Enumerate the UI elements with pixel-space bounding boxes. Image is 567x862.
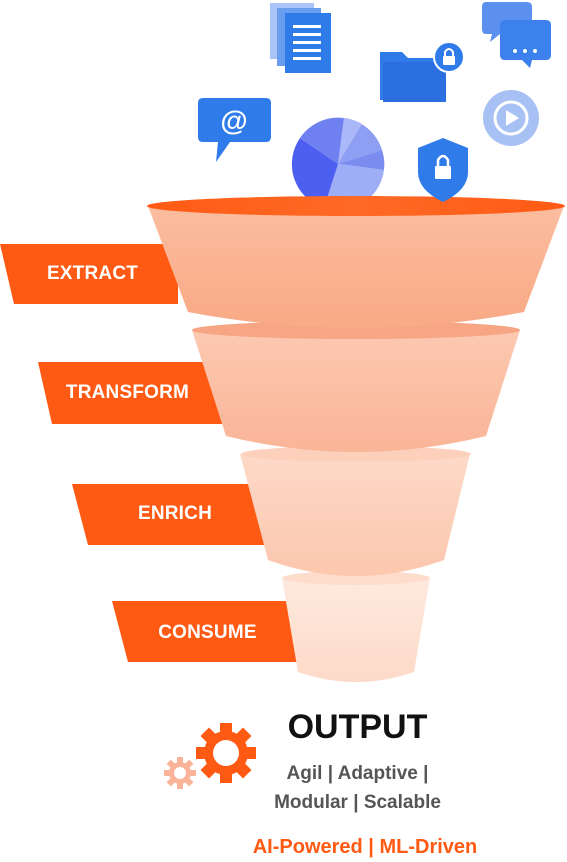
stage-tag-extract [0,244,178,304]
gear-icon [196,723,256,783]
locked-folder-icon [380,41,465,102]
svg-text:@: @ [220,105,247,136]
stage-tag-enrich [72,484,270,545]
output-title: OUTPUT [287,708,428,746]
funnel-tier-extract [148,206,564,328]
play-button-icon [483,90,539,146]
output-qualities-line-1: Agil | Adaptive | [286,763,429,784]
funnel-rim [147,196,565,216]
stage-label-transform: TRANSFORM [65,382,190,403]
stage-label-consume: CONSUME [158,622,257,643]
output-qualities-line-2: Modular | Scalable [274,792,441,813]
stage-label-extract: EXTRACT [46,263,139,284]
funnel-tier-transform [192,321,520,452]
stage-label-enrich: ENRICH [137,503,213,524]
funnel-tier-consume [282,571,430,682]
stage-tag-consume [112,601,300,662]
documents-icon [270,3,331,73]
chat-bubbles-icon [482,2,551,68]
funnel-tier-enrich [240,446,471,576]
pie-chart-icon [291,117,385,211]
email-at-icon: @ [198,98,271,162]
stage-tag-transform [38,362,222,424]
output-tagline: AI-Powered | ML-Driven [252,836,478,858]
security-shield-icon [418,138,468,202]
small-gear-icon [164,757,196,789]
